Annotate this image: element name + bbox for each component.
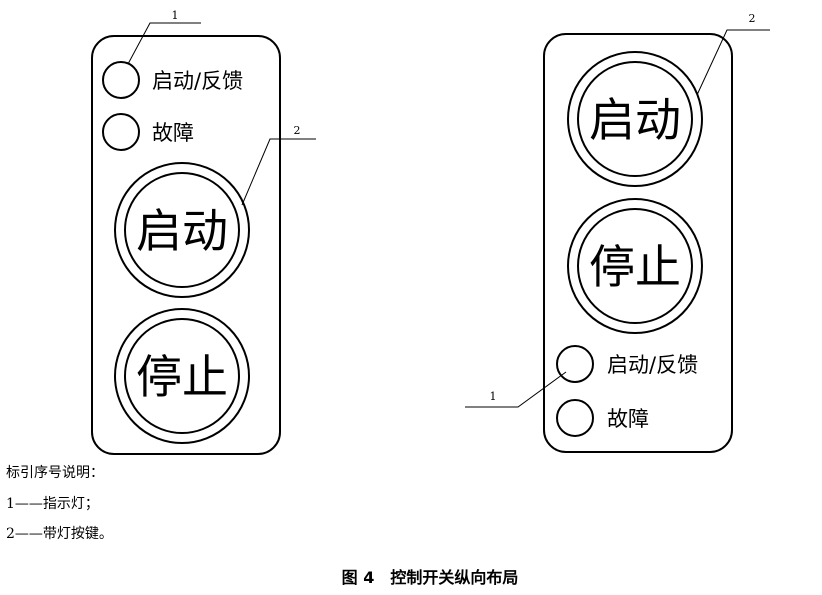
legend-item-lighted-button: 2——带灯按键。 bbox=[6, 526, 113, 542]
right-indicator-light-top bbox=[556, 345, 594, 383]
left-indicator-light-top bbox=[102, 61, 140, 99]
left-callout-leader-button bbox=[241, 138, 316, 206]
left-start-button-outer-ring bbox=[114, 162, 250, 298]
legend: 标引序号说明： 1——指示灯； 2——带灯按键。 bbox=[6, 465, 113, 542]
left-callout-leader-indicator bbox=[127, 22, 201, 65]
right-callout-leader-button bbox=[696, 29, 770, 96]
right-panel-text: 启动 停止 启动/反馈 故障 2 1 bbox=[490, 12, 756, 431]
right-indicator-bottom-label: 故障 bbox=[607, 407, 649, 431]
left-panel bbox=[91, 22, 316, 455]
left-panel-text: 启动/反馈 故障 启动 停止 1 2 bbox=[136, 9, 301, 404]
legend-title: 标引序号说明： bbox=[6, 465, 104, 481]
left-stop-button-label: 停止 bbox=[136, 350, 228, 404]
left-start-button-label: 启动 bbox=[136, 204, 228, 258]
right-callout-leader-indicator bbox=[465, 371, 567, 408]
right-start-button-outer-ring bbox=[567, 51, 703, 187]
left-callout-number-button: 2 bbox=[294, 124, 301, 137]
right-panel bbox=[465, 29, 770, 453]
figure-caption: 图 4 控制开关纵向布局 bbox=[342, 568, 519, 587]
left-start-button-inner-ring bbox=[124, 172, 240, 288]
right-callout-number-indicator: 1 bbox=[490, 390, 497, 403]
right-stop-button-inner-ring bbox=[577, 208, 693, 324]
left-indicator-light-bottom bbox=[102, 113, 140, 151]
left-stop-button-inner-ring bbox=[124, 318, 240, 434]
left-panel-outline bbox=[91, 35, 281, 455]
left-stop-button-outer-ring bbox=[114, 308, 250, 444]
left-indicator-top-label: 启动/反馈 bbox=[152, 69, 243, 93]
right-indicator-top-label: 启动/反馈 bbox=[607, 353, 698, 377]
right-callout-number-button: 2 bbox=[749, 12, 756, 25]
right-panel-outline bbox=[543, 33, 733, 453]
right-stop-button-label: 停止 bbox=[589, 240, 681, 294]
right-indicator-light-bottom bbox=[556, 399, 594, 437]
right-stop-button-outer-ring bbox=[567, 198, 703, 334]
right-start-button-label: 启动 bbox=[589, 93, 681, 147]
left-callout-number-indicator: 1 bbox=[172, 9, 179, 22]
legend-item-indicator-light: 1——指示灯； bbox=[6, 496, 99, 512]
right-start-button-inner-ring bbox=[577, 61, 693, 177]
left-indicator-bottom-label: 故障 bbox=[152, 121, 194, 145]
